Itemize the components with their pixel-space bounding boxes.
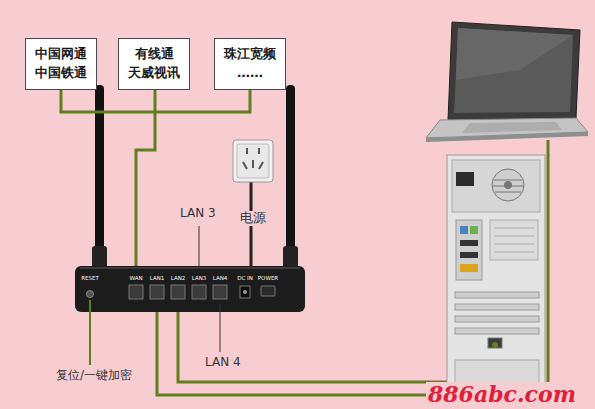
isp-name: 中国网通 中国铁通	[32, 45, 90, 83]
io-port	[470, 226, 478, 234]
io-port	[460, 226, 468, 234]
leader-line	[220, 304, 221, 352]
isp-box: 有线通 天威视讯	[118, 38, 190, 90]
port-label: LAN2	[171, 275, 186, 281]
outlet-slot	[258, 148, 260, 154]
wan-port	[129, 285, 143, 299]
isp-wire	[136, 70, 155, 268]
router-edge	[80, 267, 300, 269]
laptop-keyboard	[462, 122, 562, 133]
vent	[490, 220, 538, 260]
wire-end	[492, 342, 498, 348]
io-panel	[456, 220, 482, 280]
laptop-lid	[448, 22, 580, 120]
router-body	[75, 266, 305, 312]
port-label: WAN	[129, 275, 142, 281]
callout-label: LAN 4	[205, 356, 241, 370]
vent-slot	[494, 244, 534, 245]
expansion-slot	[455, 328, 539, 334]
expansion-slot	[455, 292, 539, 298]
isp-name: 有线通 天威视讯	[125, 45, 183, 83]
lan-port	[213, 285, 227, 299]
port-label: DC IN	[237, 275, 253, 281]
outlet-slot	[246, 148, 248, 154]
port-label: LAN1	[150, 275, 165, 281]
screen-glare	[456, 28, 573, 80]
callout-label: 复位/一键加密	[56, 369, 132, 383]
fan	[492, 169, 524, 201]
lan-port	[192, 285, 206, 299]
power-socket	[456, 172, 474, 186]
laptop-edge	[426, 132, 588, 142]
io-port	[460, 264, 478, 272]
lan-port	[171, 285, 185, 299]
expansion-slot	[455, 304, 539, 310]
fan-grille	[495, 192, 521, 193]
lan-port	[150, 285, 164, 299]
power-switch	[261, 286, 275, 296]
leader-line	[199, 226, 200, 266]
vent-slot	[494, 228, 534, 229]
leader-line	[89, 300, 91, 365]
dc-port	[240, 286, 250, 298]
laptop-screen	[454, 28, 573, 113]
antenna	[286, 85, 295, 270]
isp-box: 珠江宽频 ……	[214, 38, 286, 90]
watermark: 886abc.com	[426, 382, 578, 407]
isp-box: 中国网通 中国铁通	[25, 38, 97, 90]
pc-tower	[447, 155, 545, 397]
reset-button	[87, 291, 94, 298]
vent-slot	[494, 236, 534, 237]
fan-grille	[494, 180, 522, 181]
port-label: POWER	[258, 275, 278, 281]
callout-label: 电源	[238, 211, 268, 226]
connector-line	[61, 90, 250, 112]
outlet-slot	[243, 162, 247, 169]
psu	[452, 160, 540, 212]
io-port	[460, 240, 478, 246]
expansion-slot	[455, 316, 539, 322]
network-port	[488, 338, 502, 348]
callout-label: LAN 3	[180, 207, 216, 221]
port-label: LAN4	[213, 275, 228, 281]
dc-pin	[243, 290, 247, 294]
outlet-slot	[259, 162, 263, 169]
outlet-face	[237, 144, 269, 178]
vent-slot	[494, 252, 534, 253]
fan-hub	[504, 181, 512, 189]
port-label: LAN3	[192, 275, 207, 281]
port-label: RESET	[81, 275, 99, 281]
outlet-slot	[252, 160, 254, 168]
power-outlet	[233, 140, 273, 182]
isp-name: 珠江宽频 ……	[221, 45, 279, 83]
io-port	[460, 252, 478, 258]
